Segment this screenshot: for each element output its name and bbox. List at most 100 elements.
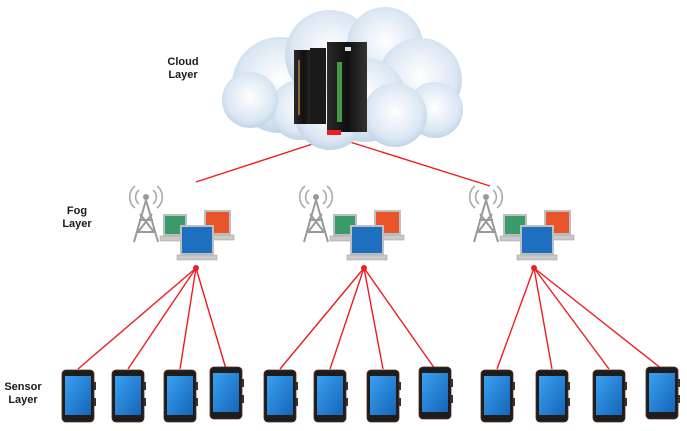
sensor-device-icon [592, 369, 627, 423]
tablet-button [94, 398, 96, 406]
fog-label-line2: Layer [62, 218, 92, 230]
fog-node-1 [128, 185, 235, 261]
tablet-button [399, 398, 401, 406]
tower-top [313, 194, 319, 200]
tower-frame [133, 199, 159, 243]
cloud-label-line2: Layer [168, 69, 198, 81]
antenna-tower-icon [468, 185, 504, 243]
laptop-blue-icon [346, 225, 388, 261]
tablet-button [678, 395, 680, 403]
fog-hub-point [193, 265, 199, 271]
laptop-screen [182, 227, 212, 253]
sensor-device-icon [263, 369, 298, 423]
cloud-puff [363, 83, 427, 147]
server-icon [294, 42, 367, 135]
tablet-button [625, 398, 627, 406]
sensor-device-icon [61, 369, 96, 423]
sensor-device-icon [480, 369, 515, 423]
sensor-device-icon [418, 366, 453, 420]
sensor-to-fog-link [533, 267, 610, 370]
fog-node-3 [468, 185, 575, 261]
signal-waves [468, 185, 504, 209]
sensor-to-fog-link [533, 267, 553, 370]
sensor-device-icon [209, 366, 244, 420]
sensor-device-icon [111, 369, 146, 423]
tablet-screen [596, 376, 622, 415]
tablet-button [296, 382, 298, 390]
tablet-button [196, 398, 198, 406]
sensor-to-fog-link [363, 267, 384, 370]
sensor-device-icon [163, 369, 198, 423]
fog-to-cloud-link [333, 136, 491, 187]
server-badge [345, 47, 351, 51]
antenna-tower-icon [128, 185, 164, 243]
tablet-button [196, 382, 198, 390]
tablet-screen [649, 373, 675, 412]
tablet-screen [317, 376, 343, 415]
tablet-button [144, 382, 146, 390]
tower-top [483, 194, 489, 200]
tablet-screen [267, 376, 293, 415]
signal-waves [128, 185, 164, 209]
tablet-button [451, 395, 453, 403]
sensor-to-fog-link [179, 267, 197, 370]
tablet-button [346, 382, 348, 390]
tablet-button [513, 398, 515, 406]
tablet-button [678, 379, 680, 387]
link-lines [77, 136, 663, 370]
server-light [298, 60, 300, 115]
sensor-layer-label: Sensor Layer [0, 381, 46, 407]
tablet-button [568, 382, 570, 390]
tower-frame [473, 199, 499, 243]
tablet-button [568, 398, 570, 406]
tablet-button [346, 398, 348, 406]
laptop-base [516, 254, 558, 261]
tablet-screen [167, 376, 193, 415]
cloud-node [222, 7, 463, 150]
sensor-to-fog-link [127, 267, 197, 370]
laptop-blue-icon [176, 225, 218, 261]
sensor-to-fog-link [496, 267, 535, 370]
tablet-button [94, 382, 96, 390]
tablet-screen [213, 373, 239, 412]
cloud-label-line1: Cloud [167, 56, 199, 68]
sensor-to-fog-link [279, 267, 365, 370]
sensor-to-fog-link [363, 267, 436, 370]
cloud-layer-label: Cloud Layer [158, 56, 208, 82]
laptop-base [176, 254, 218, 261]
sensor-to-fog-link [77, 267, 197, 370]
tablet-screen [422, 373, 448, 412]
tablet-screen [539, 376, 565, 415]
sensor-label-line2: Layer [8, 394, 38, 406]
tablet-button [513, 382, 515, 390]
server-rack [327, 42, 367, 132]
tower-frame [303, 199, 329, 243]
sensor-device-icon [535, 369, 570, 423]
fog-label-line1: Fog [66, 205, 88, 217]
sensor-device-icon [313, 369, 348, 423]
server-rack [310, 48, 326, 124]
tablet-button [451, 379, 453, 387]
cloud-puff [222, 72, 278, 128]
tablet-screen [65, 376, 91, 415]
tablet-button [144, 398, 146, 406]
tablet-button [242, 395, 244, 403]
fog-hub-point [361, 265, 367, 271]
sensor-to-fog-link [329, 267, 365, 370]
antenna-tower-icon [298, 185, 334, 243]
fog-node-2 [298, 185, 405, 261]
sensor-to-fog-link [533, 267, 663, 370]
tablet-screen [370, 376, 396, 415]
tablet-button [242, 379, 244, 387]
laptop-screen [352, 227, 382, 253]
laptop-blue-icon [516, 225, 558, 261]
sensor-device-icon [366, 369, 401, 423]
fog-hub-point [531, 265, 537, 271]
uplink-hub [327, 130, 341, 135]
fog-layer-label: Fog Layer [55, 205, 99, 231]
tablet-button [296, 398, 298, 406]
tablet-screen [484, 376, 510, 415]
sensor-label-line1: Sensor [4, 381, 42, 393]
